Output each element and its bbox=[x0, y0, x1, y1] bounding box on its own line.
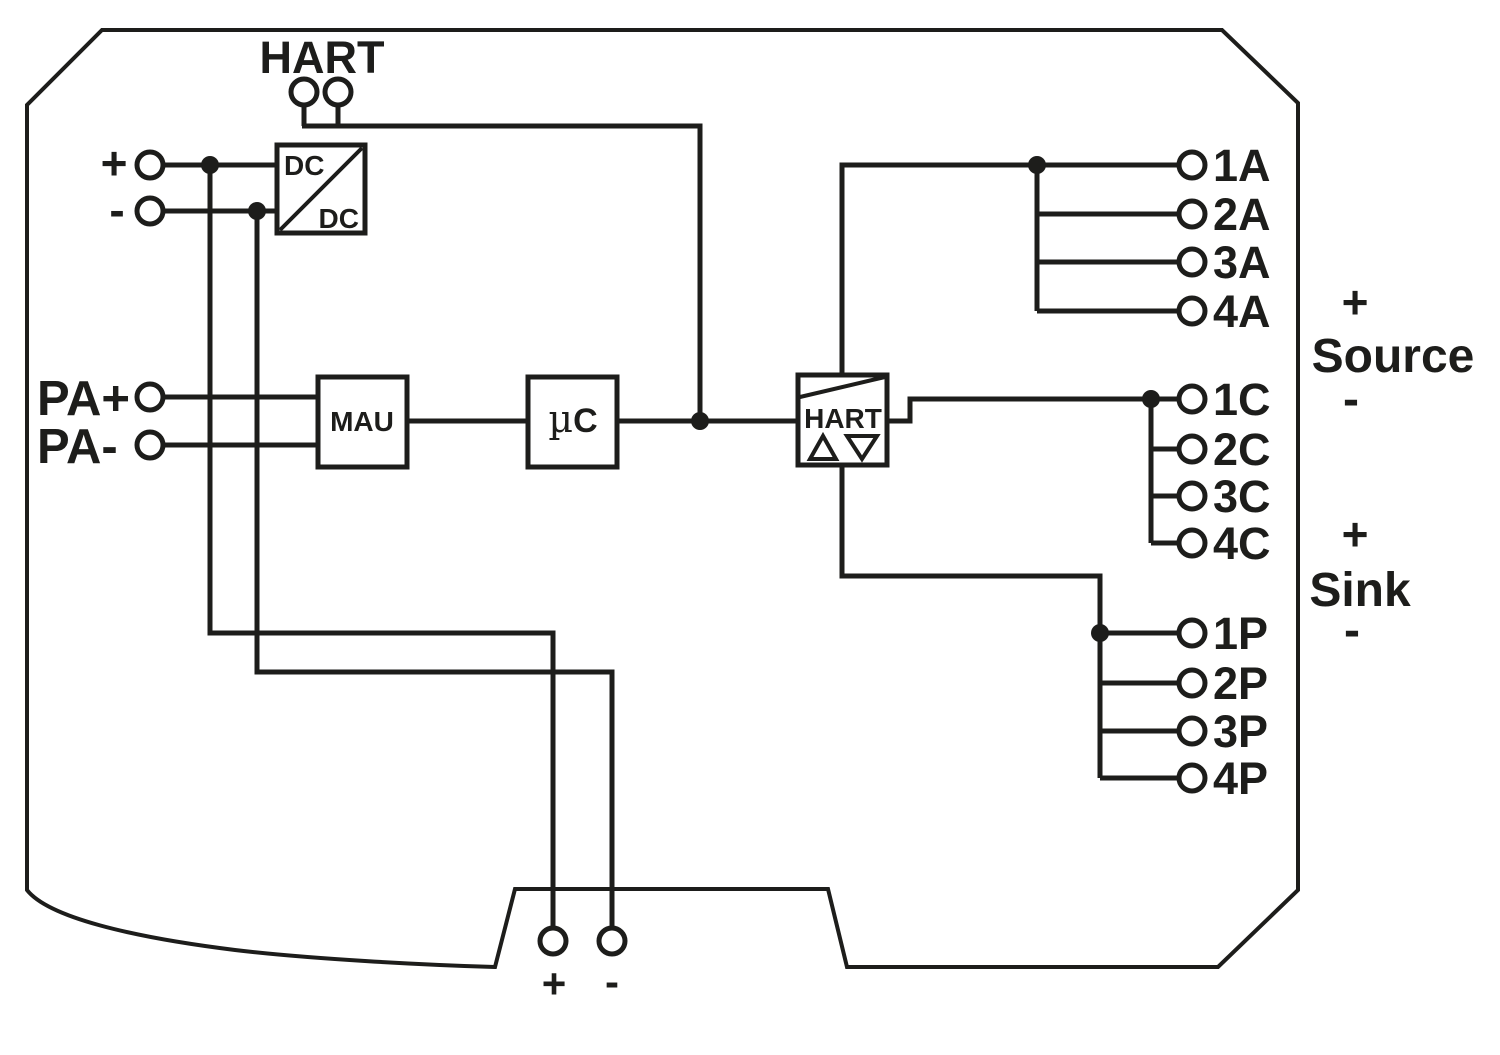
terminal-supply-minus bbox=[134, 195, 166, 227]
label-1a: 1A bbox=[1213, 140, 1271, 191]
mau-box bbox=[315, 374, 410, 470]
wire-p-feed bbox=[839, 465, 1103, 778]
terminal-2p bbox=[1176, 667, 1208, 699]
terminal-4c bbox=[1176, 527, 1208, 559]
terminal-supply-plus bbox=[134, 149, 166, 181]
terminal-3a bbox=[1176, 246, 1208, 278]
label-3a: 3A bbox=[1213, 237, 1271, 288]
mau-block: MAU bbox=[315, 374, 410, 470]
terminals bbox=[134, 76, 1208, 957]
terminal-pa-plus bbox=[134, 381, 166, 413]
label-1p: 1P bbox=[1213, 608, 1268, 659]
junction-supply-plus bbox=[201, 156, 219, 174]
device-outline bbox=[25, 28, 1300, 970]
terminal-2c bbox=[1176, 433, 1208, 465]
wires bbox=[163, 105, 1179, 928]
terminal-bottom-minus bbox=[596, 925, 628, 957]
dcdc-label-bottom: DC bbox=[319, 203, 359, 234]
junction-uc-hart bbox=[691, 412, 709, 430]
terminal-hart-2 bbox=[322, 76, 354, 108]
labels: HART + - PA+ PA- 1A 2A 3A 4A 1C 2C 3C 4C… bbox=[37, 32, 1474, 1007]
mau-label: MAU bbox=[330, 406, 394, 437]
junctions bbox=[201, 156, 1160, 642]
terminal-1a bbox=[1176, 149, 1208, 181]
supply-minus-label: - bbox=[109, 184, 124, 236]
terminal-1c bbox=[1176, 383, 1208, 415]
label-4a: 4A bbox=[1213, 286, 1271, 337]
sink-label: Sink bbox=[1309, 564, 1411, 617]
terminal-2a bbox=[1176, 198, 1208, 230]
label-2a: 2A bbox=[1213, 189, 1271, 240]
microcontroller-block: µC bbox=[525, 374, 620, 470]
pa-minus-label: PA- bbox=[37, 420, 118, 474]
supply-plus-label: + bbox=[101, 137, 128, 189]
uc-label: µC bbox=[548, 397, 597, 441]
wire-hart-run bbox=[302, 123, 703, 421]
label-4c: 4C bbox=[1213, 518, 1271, 569]
triangle-down-icon bbox=[843, 434, 881, 463]
wire-plus-to-bottom bbox=[207, 165, 556, 928]
terminal-hart-1 bbox=[288, 76, 320, 108]
sink-plus-label: + bbox=[1342, 508, 1369, 560]
hart-block-label: HART bbox=[804, 403, 882, 434]
label-3p: 3P bbox=[1213, 706, 1268, 757]
junction-c-group bbox=[1142, 390, 1160, 408]
terminal-4p bbox=[1176, 762, 1208, 794]
label-3c: 3C bbox=[1213, 471, 1271, 522]
label-2c: 2C bbox=[1213, 424, 1271, 475]
wire-minus-to-bottom bbox=[254, 211, 615, 928]
uc-label-c: C bbox=[573, 402, 598, 440]
uc-label-mu: µ bbox=[548, 397, 573, 441]
hart-modem-block: HART bbox=[795, 372, 890, 468]
label-2p: 2P bbox=[1213, 658, 1268, 709]
wire-a-feed bbox=[839, 162, 1179, 375]
junction-p-group bbox=[1091, 624, 1109, 642]
terminal-3c bbox=[1176, 480, 1208, 512]
pa-plus-label: PA+ bbox=[37, 372, 130, 426]
dcdc-label-top: DC bbox=[284, 150, 324, 181]
label-1c: 1C bbox=[1213, 374, 1271, 425]
label-4p: 4P bbox=[1213, 753, 1268, 804]
hart-diagonal bbox=[799, 375, 886, 399]
junction-a-group bbox=[1028, 156, 1046, 174]
triangle-up-icon bbox=[806, 431, 840, 461]
terminal-1p bbox=[1176, 617, 1208, 649]
source-plus-label: + bbox=[1342, 276, 1369, 328]
bottom-plus-label: + bbox=[542, 960, 567, 1007]
source-minus-label: - bbox=[1343, 373, 1359, 426]
terminal-4a bbox=[1176, 295, 1208, 327]
hart-top-label: HART bbox=[260, 32, 385, 83]
junction-supply-minus bbox=[248, 202, 266, 220]
source-label: Source bbox=[1312, 330, 1475, 383]
dcdc-diagonal bbox=[278, 146, 364, 232]
dcdc-converter-block: DC DC bbox=[274, 142, 368, 236]
bottom-minus-label: - bbox=[605, 958, 619, 1005]
terminal-bottom-plus bbox=[537, 925, 569, 957]
terminal-3p bbox=[1176, 715, 1208, 747]
uc-box bbox=[525, 374, 620, 470]
sink-minus-label: - bbox=[1344, 604, 1360, 657]
wire-c-feed bbox=[887, 396, 1179, 424]
terminal-pa-minus bbox=[134, 429, 166, 461]
